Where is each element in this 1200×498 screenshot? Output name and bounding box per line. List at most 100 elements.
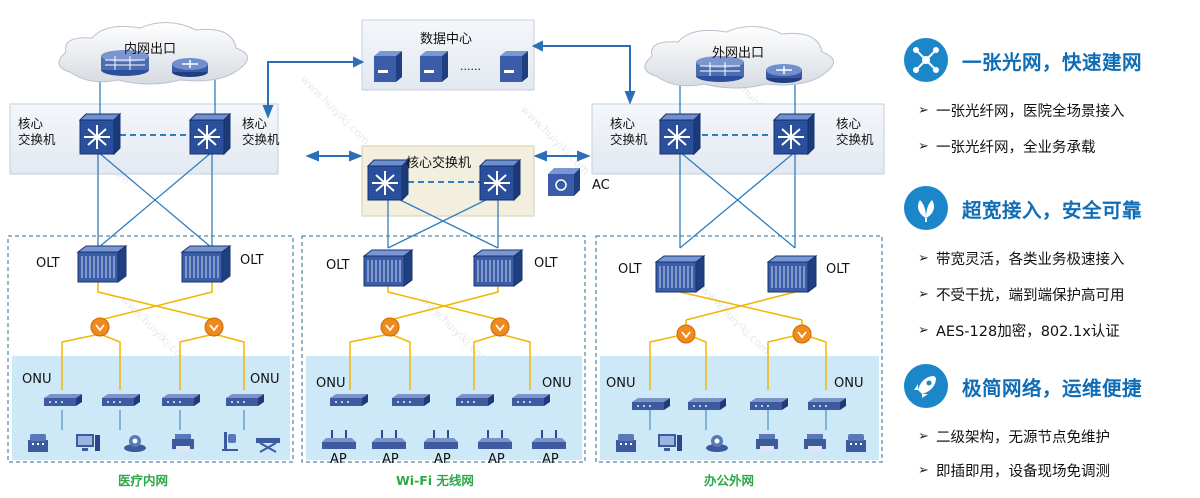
onu-icon <box>226 394 264 406</box>
feature-title: 极简网络，运维便捷 <box>962 376 1143 400</box>
core-switch-label: 核心交换机 <box>242 116 280 147</box>
splitter-icon <box>792 324 812 344</box>
firewall-icon <box>101 50 149 76</box>
ac-label: AC <box>592 178 610 193</box>
ap-label: AP <box>330 452 347 467</box>
center-core-switch-label: 核心交换机 <box>406 156 472 171</box>
external-exit-label: 外网出口 <box>712 46 765 61</box>
svg-text:www.huiyikj.com: www.huiyikj.com <box>298 73 373 148</box>
network-diagram: www.huiyikj.com www.huiyikj.com www.huiy… <box>7 19 885 463</box>
core-switch-icon <box>367 159 409 201</box>
ip-phone-icon <box>846 434 866 452</box>
core-switch-icon <box>659 113 701 155</box>
core-switch-icon <box>479 159 521 201</box>
svg-text:www.huiyikj.com: www.huiyikj.com <box>698 283 773 358</box>
leaf-icon <box>904 186 948 230</box>
network-hub-icon <box>904 38 948 82</box>
chevron-right-icon: ➢ <box>918 251 929 266</box>
onu-icon <box>512 394 550 406</box>
feature-bullet: ➢一张光纤网，全业务承载 <box>918 139 1096 156</box>
chevron-right-icon: ➢ <box>918 287 929 302</box>
olt-icon <box>181 245 231 283</box>
feature-bullet: ➢即插即用，设备现场免调测 <box>918 463 1110 480</box>
feature-title: 超宽接入，安全可靠 <box>962 198 1143 222</box>
ap-label: AP <box>382 452 399 467</box>
core-switch-icon <box>189 113 231 155</box>
feature-heading-2: 超宽接入，安全可靠 <box>904 186 1142 230</box>
ac-controller-icon <box>548 168 580 196</box>
rocket-icon <box>904 364 948 408</box>
ap-label: AP <box>542 452 559 467</box>
splitter-icon <box>490 317 510 337</box>
olt-label: OLT <box>826 262 850 277</box>
onu-icon <box>392 394 430 406</box>
core-box-left <box>9 103 279 175</box>
splitter-icon <box>204 317 224 337</box>
chevron-right-icon: ➢ <box>918 103 929 118</box>
feature-heading-3: 极简网络，运维便捷 <box>904 364 1142 408</box>
ip-phone-icon <box>616 434 636 452</box>
server-icon <box>500 51 528 82</box>
onu-icon <box>44 394 82 406</box>
olt-icon <box>363 249 413 287</box>
core-switch-icon <box>773 113 815 155</box>
core-switch-label: 核心交换机 <box>836 116 874 147</box>
olt-icon <box>655 255 705 293</box>
core-box-right <box>591 103 885 175</box>
onu-label: ONU <box>316 376 346 391</box>
onu-icon <box>330 394 368 406</box>
feature-title: 一张光网，快速建网 <box>962 50 1143 74</box>
chevron-right-icon: ➢ <box>918 139 929 154</box>
onu-icon <box>688 398 726 410</box>
onu-icon <box>456 394 494 406</box>
feature-bullet: ➢不受干扰，端到端保护高可用 <box>918 287 1125 304</box>
server-icon <box>420 51 448 82</box>
core-switch-label: 核心交换机 <box>610 116 648 147</box>
datacenter-dots: ...... <box>460 60 481 73</box>
feature-heading-1: 一张光网，快速建网 <box>904 38 1142 82</box>
feature-bullet: ➢AES-128加密，802.1x认证 <box>918 323 1120 340</box>
olt-icon <box>473 249 523 287</box>
onu-icon <box>750 398 788 410</box>
feature-bullet: ➢带宽灵活，各类业务极速接入 <box>918 251 1125 268</box>
olt-label: OLT <box>534 256 558 271</box>
onu-label: ONU <box>542 376 572 391</box>
ap-label: AP <box>434 452 451 467</box>
olt-icon <box>767 255 817 293</box>
internal-exit-label: 内网出口 <box>124 42 177 57</box>
olt-label: OLT <box>36 256 60 271</box>
onu-icon <box>808 398 846 410</box>
olt-icon <box>77 245 127 283</box>
onu-label: ONU <box>606 376 636 391</box>
server-icon <box>374 51 402 82</box>
router-icon <box>766 64 802 83</box>
zone-title-office: 办公外网 <box>704 473 755 488</box>
feature-panel: 一张光网，快速建网 ➢一张光纤网，医院全场景接入 ➢一张光纤网，全业务承载 超宽… <box>892 0 1200 498</box>
core-switch-label: 核心交换机 <box>18 116 56 147</box>
onu-icon <box>102 394 140 406</box>
datacenter-label: 数据中心 <box>420 32 473 47</box>
olt-label: OLT <box>618 262 642 277</box>
router-icon <box>172 58 208 77</box>
cloud-external-exit <box>644 26 834 89</box>
core-switch-icon <box>79 113 121 155</box>
onu-label: ONU <box>22 372 52 387</box>
cloud-internal-exit <box>58 22 248 85</box>
feature-bullet: ➢一张光纤网，医院全场景接入 <box>918 103 1125 120</box>
olt-label: OLT <box>240 253 264 268</box>
splitter-icon <box>90 317 110 337</box>
olt-label: OLT <box>326 258 350 273</box>
splitter-icon <box>676 324 696 344</box>
onu-icon <box>162 394 200 406</box>
zone-title-medical: 医疗内网 <box>118 473 169 488</box>
firewall-icon <box>696 56 744 82</box>
ip-phone-icon <box>28 434 48 452</box>
chevron-right-icon: ➢ <box>918 323 929 338</box>
chevron-right-icon: ➢ <box>918 429 929 444</box>
onu-label: ONU <box>834 376 864 391</box>
onu-label: ONU <box>250 372 280 387</box>
splitter-icon <box>380 317 400 337</box>
zone-title-wifi: Wi-Fi 无线网 <box>396 473 474 488</box>
chevron-right-icon: ➢ <box>918 463 929 478</box>
feature-bullet: ➢二级架构，无源节点免维护 <box>918 429 1110 446</box>
